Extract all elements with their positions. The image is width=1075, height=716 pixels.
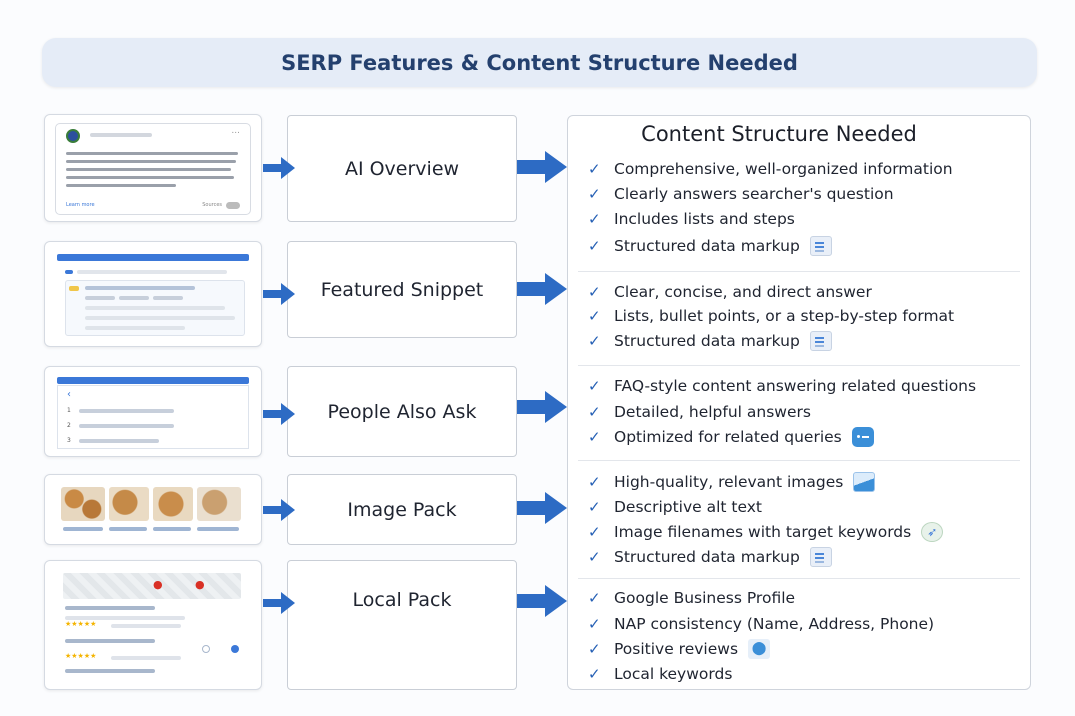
item-text: Detailed, helpful answers bbox=[614, 403, 811, 421]
group-divider bbox=[578, 271, 1020, 272]
item-text: Local keywords bbox=[614, 665, 733, 683]
check-icon: ✓ bbox=[588, 210, 601, 228]
checklist-item: ✓ Lists, bullet points, or a step-by-step… bbox=[588, 305, 954, 327]
document-list-icon bbox=[809, 331, 832, 351]
check-icon: ✓ bbox=[588, 283, 601, 301]
checklist-item: ✓ Structured data markup bbox=[588, 546, 832, 568]
checklist-item: ✓ Optimized for related queries bbox=[588, 426, 874, 448]
checklist-item: ✓ Local keywords bbox=[588, 663, 732, 685]
panel-title: Content Structure Needed bbox=[641, 122, 917, 146]
check-icon: ✓ bbox=[588, 640, 601, 658]
item-text: Optimized for related queries bbox=[614, 428, 842, 446]
check-icon: ✓ bbox=[588, 615, 601, 633]
item-text: Structured data markup bbox=[614, 332, 800, 350]
check-icon: ✓ bbox=[588, 498, 601, 516]
arrow-right-icon bbox=[517, 585, 567, 617]
item-text: Comprehensive, well-organized informatio… bbox=[614, 160, 953, 178]
item-text: Google Business Profile bbox=[614, 589, 796, 607]
arrow-right-icon bbox=[517, 391, 567, 423]
feature-image-pack: Image Pack bbox=[287, 474, 517, 545]
checklist-item: ✓ Descriptive alt text bbox=[588, 496, 762, 518]
feature-local-pack: Local Pack bbox=[287, 560, 517, 690]
check-icon: ✓ bbox=[588, 332, 601, 350]
checklist-item: ✓ Clearly answers searcher's question bbox=[588, 183, 894, 205]
chat-bubble-icon bbox=[851, 427, 874, 447]
check-icon: ✓ bbox=[588, 548, 601, 566]
check-icon: ✓ bbox=[588, 237, 601, 255]
group-divider bbox=[578, 460, 1020, 461]
checklist-item: ✓ Positive reviews ⬤ bbox=[588, 638, 771, 660]
checklist-item: ✓ Clear, concise, and direct answer bbox=[588, 281, 872, 303]
check-icon: ✓ bbox=[588, 403, 601, 421]
sources-label: Sources bbox=[202, 202, 222, 208]
arrow-right-icon bbox=[263, 403, 295, 425]
item-text: Includes lists and steps bbox=[614, 210, 795, 228]
checklist-item: ✓ Includes lists and steps bbox=[588, 208, 795, 230]
item-text: Lists, bullet points, or a step-by-step … bbox=[614, 307, 955, 325]
checklist-item: ✓ FAQ-style content answering related que… bbox=[588, 375, 976, 397]
item-text: NAP consistency (Name, Address, Phone) bbox=[614, 615, 935, 633]
item-text: FAQ-style content answering related ques… bbox=[614, 377, 977, 395]
check-icon: ✓ bbox=[588, 665, 601, 683]
check-icon: ✓ bbox=[588, 307, 601, 325]
image-icon bbox=[853, 472, 876, 492]
item-text: Clearly answers searcher's question bbox=[614, 185, 894, 203]
feature-ai-overview: AI Overview bbox=[287, 115, 517, 222]
arrow-right-icon bbox=[263, 157, 295, 179]
people-also-ask-thumbnail: ‹ 1 2 3 bbox=[44, 366, 262, 457]
checklist-item: ✓ NAP consistency (Name, Address, Phone) bbox=[588, 613, 934, 635]
ai-overview-thumbnail: ... Learn more Sources bbox=[44, 114, 262, 222]
document-list-icon bbox=[809, 547, 832, 567]
check-icon: ✓ bbox=[588, 473, 601, 491]
checklist-item: ✓ Comprehensive, well-organized informati… bbox=[588, 158, 953, 180]
checklist-item: ✓ High-quality, relevant images bbox=[588, 471, 876, 493]
group-divider bbox=[578, 365, 1020, 366]
item-text: Image filenames with target keywords bbox=[614, 523, 912, 541]
check-icon: ✓ bbox=[588, 523, 601, 541]
document-list-icon bbox=[809, 236, 832, 256]
checklist-item: ✓ Image filenames with target keywords ➶ bbox=[588, 521, 944, 543]
item-text: Descriptive alt text bbox=[614, 498, 763, 516]
arrow-right-icon bbox=[517, 492, 567, 524]
item-text: Structured data markup bbox=[614, 548, 800, 566]
map-pin-icon: ⬤ bbox=[748, 639, 771, 659]
rocket-icon: ➶ bbox=[921, 522, 944, 542]
local-pack-thumbnail: ● ● ★★★★★ ★★★★★ bbox=[44, 560, 262, 690]
checklist-item: ✓ Structured data markup bbox=[588, 330, 832, 352]
item-text: Positive reviews bbox=[614, 640, 739, 658]
page-title: SERP Features & Content Structure Needed bbox=[42, 38, 1037, 87]
learn-more-link: Learn more bbox=[66, 202, 95, 208]
checklist-item: ✓ Structured data markup bbox=[588, 235, 832, 257]
group-divider bbox=[578, 578, 1020, 579]
check-icon: ✓ bbox=[588, 160, 601, 178]
featured-snippet-thumbnail bbox=[44, 241, 262, 347]
feature-featured-snippet: Featured Snippet bbox=[287, 241, 517, 338]
checklist-item: ✓ Detailed, helpful answers bbox=[588, 401, 811, 423]
check-icon: ✓ bbox=[588, 377, 601, 395]
arrow-right-icon bbox=[517, 151, 567, 183]
arrow-right-icon bbox=[263, 283, 295, 305]
check-icon: ✓ bbox=[588, 185, 601, 203]
checklist-item: ✓ Google Business Profile bbox=[588, 587, 795, 609]
item-text: Structured data markup bbox=[614, 237, 800, 255]
arrow-right-icon bbox=[517, 273, 567, 305]
content-structure-panel: Content Structure Needed ✓ Comprehensive,… bbox=[567, 115, 1031, 690]
check-icon: ✓ bbox=[588, 589, 601, 607]
ai-avatar-icon bbox=[66, 129, 80, 143]
item-text: Clear, concise, and direct answer bbox=[614, 283, 872, 301]
feature-people-also-ask: People Also Ask bbox=[287, 366, 517, 457]
arrow-right-icon bbox=[263, 499, 295, 521]
more-menu-icon: ... bbox=[231, 126, 240, 136]
check-icon: ✓ bbox=[588, 428, 601, 446]
map-preview bbox=[63, 573, 241, 599]
arrow-right-icon bbox=[263, 592, 295, 614]
image-pack-thumbnail bbox=[44, 474, 262, 545]
item-text: High-quality, relevant images bbox=[614, 473, 844, 491]
